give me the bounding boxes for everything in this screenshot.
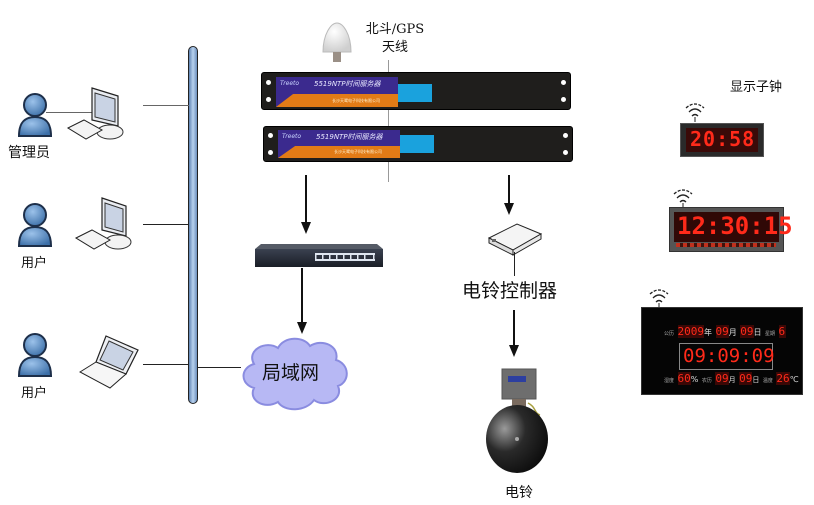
bell-controller-label: 电铃控制器	[462, 280, 558, 302]
link-user1-to-bus	[143, 224, 189, 225]
large-calendar-clock: 公历 2009年 09月 09日 星期 6 09:09:09 湿度 60% 农历…	[641, 307, 803, 395]
arrowhead-icon	[509, 345, 519, 357]
server-lcd-display	[400, 135, 434, 153]
admin-user: 管理员	[8, 92, 72, 164]
link-admin-avatar-to-pc	[46, 112, 94, 113]
user-2-label: 用户	[21, 386, 48, 401]
user-2: 用户	[12, 332, 62, 404]
wifi-icon	[685, 103, 705, 122]
server-model: 5519NTP时间服务器	[316, 133, 383, 141]
arrowhead-icon	[504, 203, 514, 215]
server-company: 长沙天鹭电子科技有限公司	[332, 98, 380, 103]
lan-cloud-icon	[242, 337, 348, 411]
clock-date-row: 公历 2009年 09月 09日 星期 6	[664, 325, 787, 338]
server-nameplate: Treeto 5519NTP时间服务器 长沙天鹭电子科技有限公司	[278, 130, 400, 158]
medium-display-clock: 12:30:15	[669, 207, 793, 252]
network-switch-icon	[255, 244, 383, 267]
admin-label: 管理员	[8, 145, 50, 161]
electric-bell-icon	[486, 368, 548, 473]
mount-hole	[563, 150, 568, 155]
mount-hole	[268, 133, 273, 138]
antenna-label-line2: 天线	[381, 40, 408, 55]
server-company: 长沙天鹭电子科技有限公司	[334, 149, 382, 154]
arrowhead-icon	[301, 222, 311, 234]
large-clock-time: 09:09:09	[683, 345, 775, 367]
link-user2-to-bus	[143, 364, 189, 365]
server-brand: Treeto	[282, 133, 302, 140]
gps-antenna-icon	[322, 22, 352, 62]
server-brand: Treeto	[280, 80, 300, 87]
arrow-server-to-switch	[305, 175, 307, 225]
link-bus-to-lan	[197, 367, 241, 368]
clock-temperature: 26	[776, 372, 790, 385]
person-icon	[17, 93, 53, 137]
lunar-label: 农历	[701, 378, 712, 384]
clock-time-frame: 09:09:09	[679, 343, 775, 370]
desktop-computer-icon	[74, 197, 132, 250]
arrow-server-to-controller	[508, 175, 510, 205]
mount-hole	[266, 80, 271, 85]
mount-hole	[561, 97, 566, 102]
month-unit: 月	[728, 328, 737, 337]
server-model: 5519NTP时间服务器	[314, 80, 381, 88]
antenna-cable	[388, 60, 389, 182]
small-clock-time: 20:58	[690, 127, 756, 151]
clock-humidity: 60	[677, 372, 691, 385]
clock-lunar-day: 09	[739, 372, 753, 385]
mount-hole	[266, 97, 271, 102]
day-unit: 日	[753, 328, 762, 337]
bell-controller-icon	[487, 223, 543, 256]
person-icon	[17, 333, 53, 377]
antenna-label-line1: 北斗/GPS	[365, 22, 425, 37]
year-unit: 年	[704, 328, 713, 337]
lan-label: 局域网	[262, 362, 320, 384]
arrow-switch-to-lan	[301, 268, 303, 324]
arrowhead-icon	[297, 322, 307, 334]
humidity-label: 湿度	[664, 378, 675, 384]
clock-month: 09	[715, 325, 729, 338]
temperature-label: 温度	[762, 378, 773, 384]
controller-cable	[514, 252, 515, 276]
wifi-icon	[673, 189, 693, 208]
ntp-server-1: Treeto 5519NTP时间服务器 长沙天鹭电子科技有限公司	[261, 72, 571, 110]
lunar-month-unit: 月	[728, 376, 736, 384]
clock-day: 09	[740, 325, 754, 338]
medium-clock-time: 12:30:15	[677, 212, 793, 240]
user-1: 用户	[12, 202, 62, 274]
weekday-label: 星期	[765, 331, 776, 337]
server-nameplate: Treeto 5519NTP时间服务器 长沙天鹭电子科技有限公司	[276, 77, 398, 107]
clock-lunar-month: 09	[715, 372, 729, 385]
bell-label: 电铃	[505, 485, 533, 501]
humidity-unit: %	[690, 375, 699, 384]
user-1-label: 用户	[21, 256, 48, 271]
clock-env-row: 湿度 60% 农历 09月 09日 温度 26℃	[664, 372, 799, 385]
clock-weekday: 6	[778, 325, 787, 338]
small-display-clock: 20:58	[680, 123, 764, 157]
clocks-title: 显示子钟	[730, 80, 783, 95]
person-icon	[17, 203, 53, 247]
antenna-label: 北斗/GPS 天线	[364, 21, 426, 57]
link-admin-to-bus	[143, 105, 189, 106]
wifi-icon	[649, 289, 669, 308]
mount-hole	[563, 133, 568, 138]
temperature-unit: ℃	[789, 375, 799, 384]
solar-calendar-label: 公历	[664, 331, 675, 337]
mount-hole	[268, 150, 273, 155]
arrow-controller-to-bell	[513, 310, 515, 346]
network-backbone-bus	[188, 46, 198, 404]
desktop-computer-icon	[66, 87, 124, 140]
lunar-day-unit: 日	[752, 376, 760, 384]
mount-hole	[561, 80, 566, 85]
ntp-server-2: Treeto 5519NTP时间服务器 长沙天鹭电子科技有限公司	[263, 126, 573, 162]
laptop-icon	[79, 335, 139, 389]
server-lcd-display	[398, 84, 432, 102]
clock-year: 2009	[677, 325, 705, 338]
